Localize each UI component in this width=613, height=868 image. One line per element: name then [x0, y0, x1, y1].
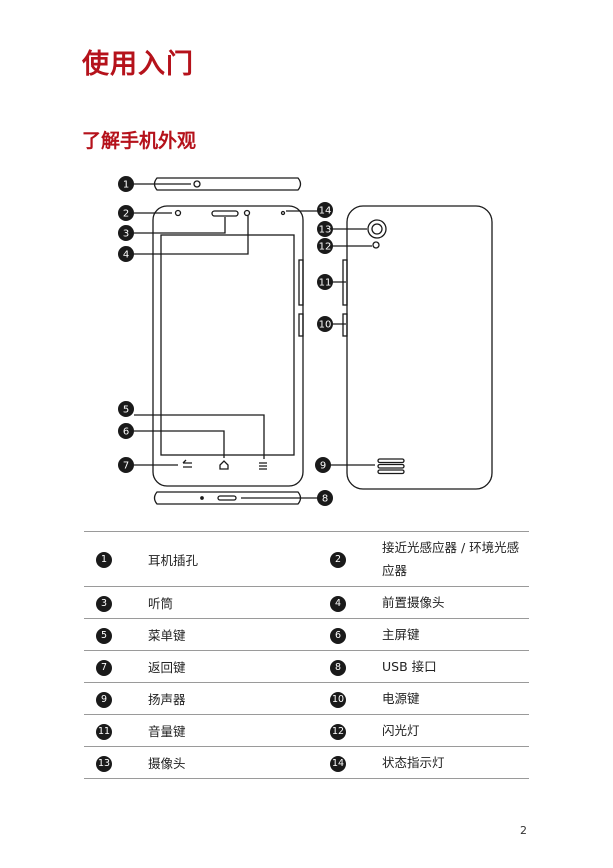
callout-number: 12 — [319, 242, 332, 253]
home-key-icon — [219, 460, 229, 470]
legend-number: 8 — [330, 659, 346, 676]
proximity-sensor — [174, 209, 182, 217]
page-title: 使用入门 — [82, 49, 194, 80]
callout-9: 9 — [315, 457, 331, 473]
section-title: 了解手机外观 — [82, 130, 197, 152]
legend-number: 10 — [330, 691, 346, 708]
callout-number: 1 — [123, 180, 129, 191]
page-number: 2 — [520, 824, 527, 837]
callout-10: 10 — [317, 316, 333, 332]
callout-number: 5 — [123, 405, 129, 416]
legend-number: 6 — [330, 627, 346, 644]
legend-number: 3 — [96, 595, 112, 612]
table-row: 13 摄像头 14 状态指示灯 — [84, 746, 529, 779]
rear-camera — [367, 219, 387, 239]
phone-bottom-edge — [153, 491, 302, 505]
table-row: 9 扬声器 10 电源键 — [84, 682, 529, 715]
legend-number: 1 — [96, 552, 112, 568]
phone-top-edge — [153, 177, 302, 191]
callout-number: 10 — [319, 320, 332, 331]
legend-label: 听筒 — [148, 586, 318, 619]
callout-number: 14 — [319, 206, 332, 217]
table-row: 1 耳机插孔 2 接近光感应器 / 环境光感应器 — [84, 531, 529, 587]
legend-label: 耳机插孔 — [148, 531, 318, 587]
legend-label: 电源键 — [382, 682, 529, 715]
callout-number: 2 — [123, 209, 129, 220]
legend-number: 5 — [96, 627, 112, 644]
parts-legend-table: 1 耳机插孔 2 接近光感应器 / 环境光感应器 3 听筒 4 前置摄像头 5 … — [84, 531, 529, 779]
callout-number: 6 — [123, 427, 129, 438]
legend-label: USB 接口 — [382, 650, 529, 683]
legend-number: 14 — [330, 755, 346, 772]
legend-label: 接近光感应器 / 环境光感应器 — [382, 531, 529, 587]
table-row: 3 听筒 4 前置摄像头 — [84, 586, 529, 619]
speaker-grille — [377, 458, 405, 475]
legend-number: 11 — [96, 723, 112, 740]
flash — [372, 241, 380, 249]
callout-8: 8 — [317, 490, 333, 506]
callout-14: 14 — [317, 202, 333, 218]
back-key-icon — [182, 459, 192, 468]
table-row: 5 菜单键 6 主屏键 — [84, 618, 529, 651]
callout-4: 4 — [118, 246, 134, 262]
legend-label: 主屏键 — [382, 618, 529, 651]
volume-key-front — [298, 259, 304, 306]
legend-number: 9 — [96, 691, 112, 708]
legend-label: 摄像头 — [148, 746, 318, 779]
callout-number: 3 — [123, 229, 129, 240]
callout-5: 5 — [118, 401, 134, 417]
phone-back — [346, 205, 493, 490]
callout-number: 11 — [319, 278, 332, 289]
legend-label: 扬声器 — [148, 682, 318, 715]
legend-label: 菜单键 — [148, 618, 318, 651]
legend-label: 返回键 — [148, 650, 318, 683]
callout-7: 7 — [118, 457, 134, 473]
legend-label: 前置摄像头 — [382, 586, 529, 619]
legend-label: 状态指示灯 — [382, 746, 529, 779]
power-key-front — [298, 313, 304, 337]
callout-3: 3 — [118, 225, 134, 241]
table-row: 11 音量键 12 闪光灯 — [84, 714, 529, 747]
callout-1: 1 — [118, 176, 134, 192]
callout-number: 13 — [319, 225, 332, 236]
callout-13: 13 — [317, 221, 333, 237]
legend-label: 音量键 — [148, 714, 318, 747]
status-led — [280, 210, 286, 216]
legend-number: 2 — [330, 552, 346, 568]
headphone-jack — [193, 180, 201, 188]
legend-number: 13 — [96, 755, 112, 772]
callout-11: 11 — [317, 274, 333, 290]
earpiece — [211, 210, 239, 217]
legend-label: 闪光灯 — [382, 714, 529, 747]
table-row: 7 返回键 8 USB 接口 — [84, 650, 529, 683]
callout-6: 6 — [118, 423, 134, 439]
callout-number: 7 — [123, 461, 129, 472]
callout-number: 8 — [322, 494, 328, 505]
callout-12: 12 — [317, 238, 333, 254]
callout-number: 9 — [320, 461, 326, 472]
usb-port — [217, 495, 237, 501]
phone-screen — [160, 234, 295, 456]
phone-front — [152, 205, 304, 487]
legend-number: 7 — [96, 659, 112, 676]
front-camera — [243, 209, 251, 217]
callout-2: 2 — [118, 205, 134, 221]
power-key-back — [342, 313, 348, 337]
callout-number: 4 — [123, 250, 129, 261]
legend-number: 4 — [330, 595, 346, 612]
legend-number: 12 — [330, 723, 346, 740]
menu-key-icon — [259, 462, 267, 470]
